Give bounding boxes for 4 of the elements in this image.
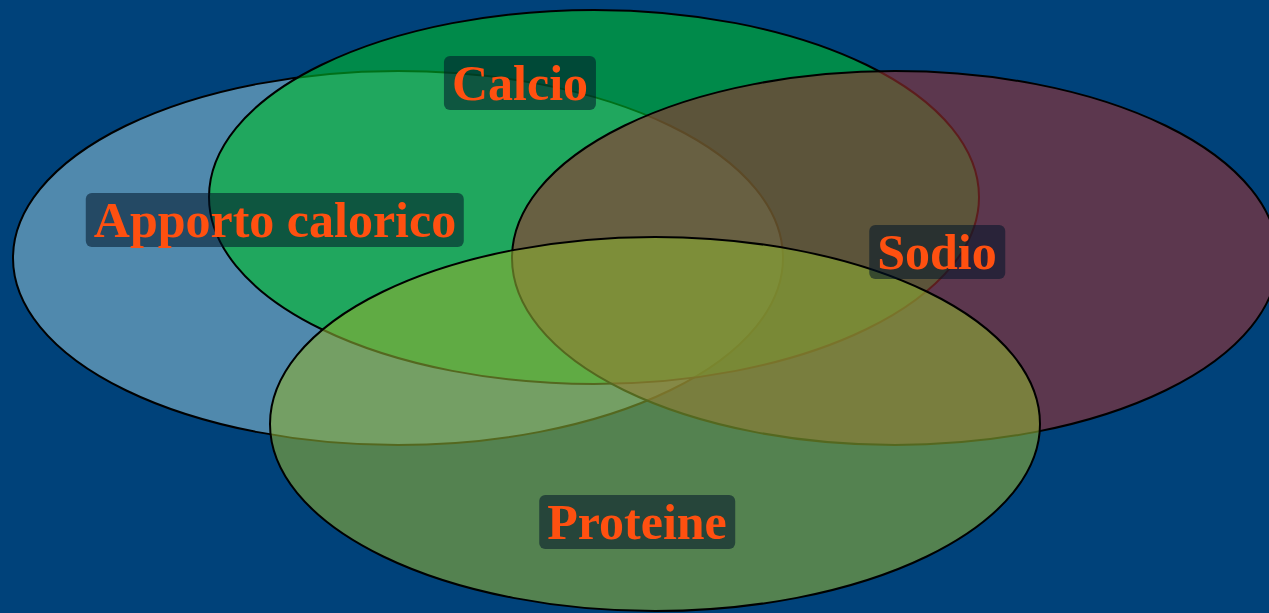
set-label: Proteine (539, 495, 735, 549)
set-label: Calcio (443, 56, 597, 110)
set-label: Sodio (869, 225, 1005, 279)
set-label: Apporto calorico (85, 193, 465, 247)
